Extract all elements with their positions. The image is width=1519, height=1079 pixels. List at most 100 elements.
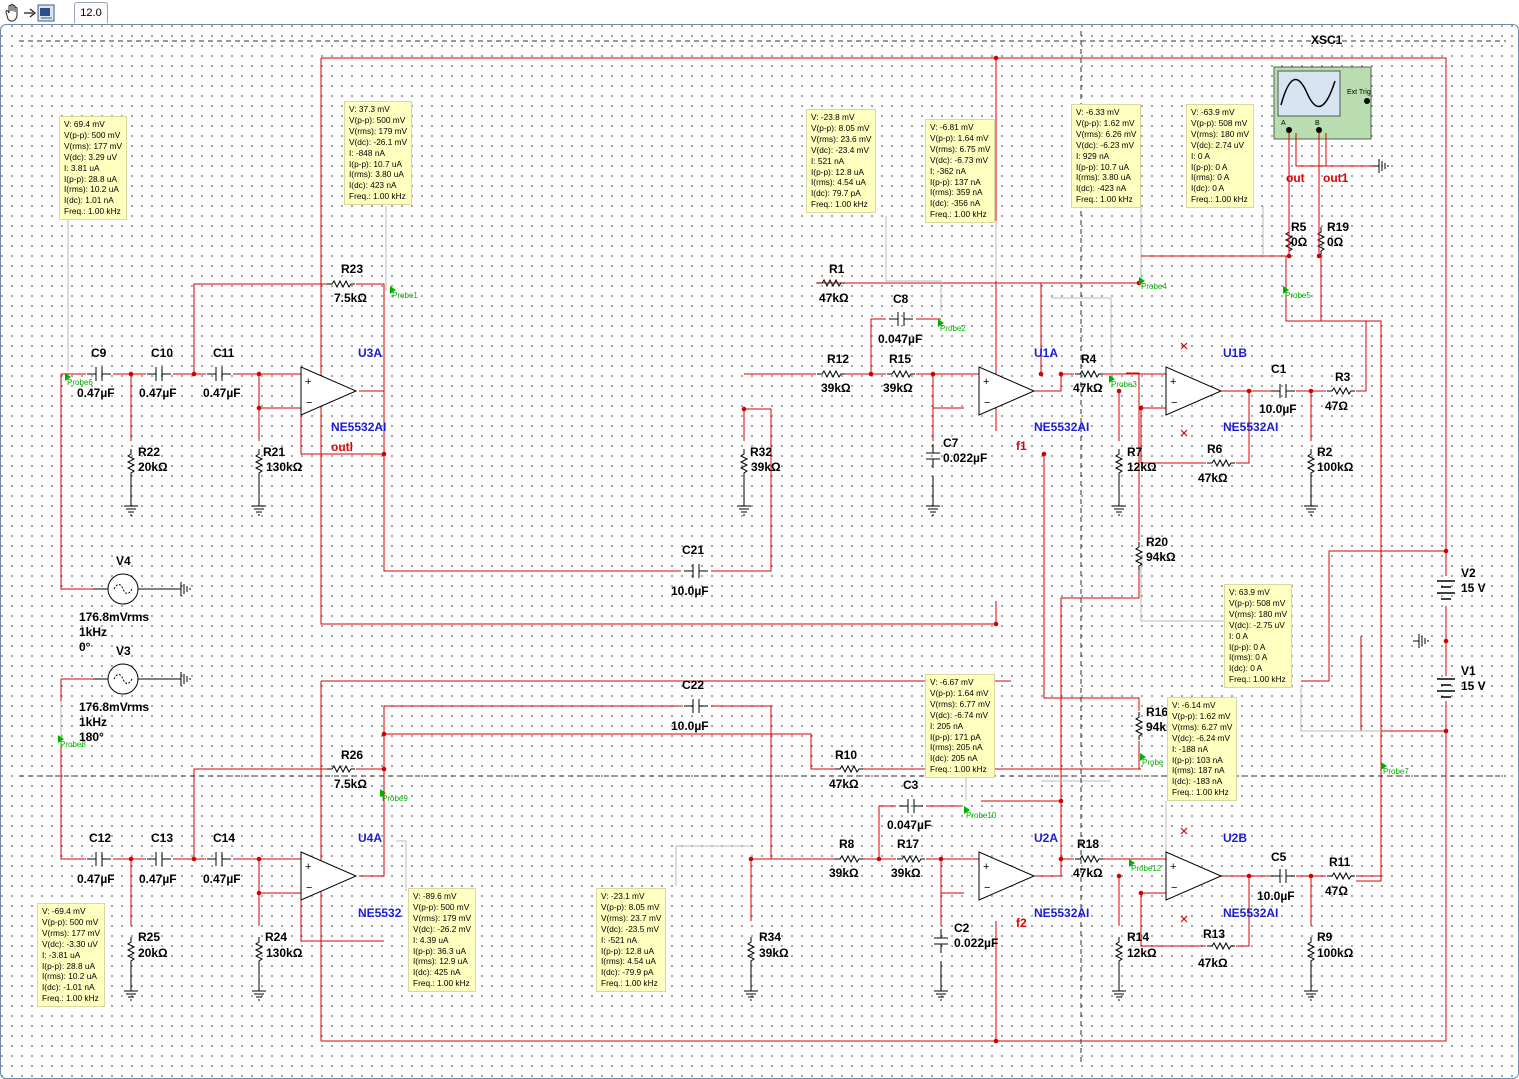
c22-value: 10.0µF bbox=[671, 719, 709, 733]
r15-symbol[interactable] bbox=[886, 370, 916, 378]
c12-symbol[interactable] bbox=[86, 851, 112, 867]
probe-marker[interactable] bbox=[1139, 277, 1145, 285]
r8-name: R8 bbox=[839, 837, 855, 851]
v1-battery[interactable] bbox=[1437, 678, 1455, 698]
c5-value: 10.0µF bbox=[1257, 889, 1295, 903]
probe-marker[interactable] bbox=[65, 373, 71, 381]
u1b-opamp[interactable] bbox=[1165, 366, 1222, 416]
r7-symbol[interactable] bbox=[1115, 448, 1123, 478]
r12-value: 39kΩ bbox=[821, 381, 851, 395]
probe-marker[interactable] bbox=[1109, 375, 1115, 383]
r7-name: R7 bbox=[1127, 445, 1143, 459]
ground-symbol bbox=[1111, 984, 1127, 1001]
oscilloscope-xsc1[interactable] bbox=[1273, 66, 1379, 256]
c2-name: C2 bbox=[954, 921, 970, 935]
r8-symbol[interactable] bbox=[834, 855, 864, 863]
r17-symbol[interactable] bbox=[896, 855, 926, 863]
r13-symbol[interactable] bbox=[1206, 942, 1236, 950]
c1-value: 10.0µF bbox=[1259, 402, 1297, 416]
r21-symbol[interactable] bbox=[255, 448, 263, 478]
probe-marker[interactable] bbox=[1129, 859, 1135, 867]
r3-symbol[interactable] bbox=[1326, 387, 1356, 395]
r14-symbol[interactable] bbox=[1115, 936, 1123, 966]
r26-value: 7.5kΩ bbox=[334, 777, 367, 791]
probe-marker[interactable] bbox=[964, 806, 970, 814]
r13-value: 47kΩ bbox=[1198, 956, 1228, 970]
r32-symbol[interactable] bbox=[740, 448, 748, 478]
c7-symbol[interactable] bbox=[925, 443, 941, 469]
c8-symbol[interactable] bbox=[888, 311, 914, 327]
u1b-name: U1B bbox=[1223, 346, 1247, 360]
c9-name: C9 bbox=[91, 346, 107, 360]
r1-symbol[interactable] bbox=[816, 279, 846, 287]
probe2-readout: V: -23.8 mV V(p-p): 8.05 mV V(rms): 23.6… bbox=[806, 109, 877, 214]
r26-symbol[interactable] bbox=[326, 765, 356, 773]
c13-symbol[interactable] bbox=[146, 851, 172, 867]
r2-name: R2 bbox=[1317, 445, 1333, 459]
r5-name: R5 bbox=[1291, 220, 1307, 234]
r18-symbol[interactable] bbox=[1074, 855, 1104, 863]
c10-name: C10 bbox=[151, 346, 173, 360]
c3-symbol[interactable] bbox=[898, 798, 924, 814]
hand-icon[interactable] bbox=[5, 3, 18, 22]
u2b-opamp[interactable] bbox=[1165, 851, 1222, 901]
v3-phase: 180° bbox=[79, 730, 104, 744]
probe-label: Probe6 bbox=[67, 378, 93, 387]
r4-value: 47kΩ bbox=[1073, 381, 1103, 395]
schematic-sheet[interactable]: +− XSC1 Ext bbox=[0, 24, 1519, 1079]
c10-symbol[interactable] bbox=[146, 366, 172, 382]
c21-value: 10.0µF bbox=[671, 584, 709, 598]
r16-symbol[interactable] bbox=[1135, 711, 1143, 741]
probe-marker[interactable] bbox=[390, 286, 396, 294]
probe6-readout: V: 69.4 mV V(p-p): 500 mV V(rms): 177 mV… bbox=[59, 116, 128, 221]
probe8-readout: V: -69.4 mV V(p-p): 500 mV V(rms): 177 m… bbox=[37, 903, 106, 1008]
r10-symbol[interactable] bbox=[834, 765, 864, 773]
c5-symbol[interactable] bbox=[1270, 868, 1296, 884]
r2-value: 100kΩ bbox=[1317, 460, 1354, 474]
tab-zoom[interactable]: 12.0 bbox=[74, 2, 108, 23]
instrument-icon[interactable] bbox=[37, 4, 55, 22]
u1a-opamp[interactable] bbox=[978, 366, 1035, 416]
c14-symbol[interactable] bbox=[206, 851, 232, 867]
r9-symbol[interactable] bbox=[1307, 936, 1315, 966]
c2-symbol[interactable] bbox=[933, 928, 949, 954]
u2a-opamp[interactable] bbox=[978, 851, 1035, 901]
r34-symbol[interactable] bbox=[747, 936, 755, 966]
r22-name: R22 bbox=[138, 445, 160, 459]
v2-battery[interactable] bbox=[1437, 580, 1455, 600]
r25-symbol[interactable] bbox=[127, 936, 135, 966]
c11-symbol[interactable] bbox=[206, 366, 232, 382]
r12-symbol[interactable] bbox=[816, 370, 846, 378]
c21-symbol[interactable] bbox=[683, 563, 709, 579]
v4-phase: 0° bbox=[79, 640, 91, 654]
u4a-opamp[interactable] bbox=[300, 851, 357, 901]
probe-marker[interactable] bbox=[380, 789, 386, 797]
r34-value: 39kΩ bbox=[759, 946, 789, 960]
r23-symbol[interactable] bbox=[326, 280, 356, 288]
r6-name: R6 bbox=[1207, 442, 1223, 456]
c1-symbol[interactable] bbox=[1270, 383, 1296, 399]
r24-name: R24 bbox=[265, 930, 287, 944]
v3-name: V3 bbox=[116, 644, 131, 658]
arrow-icon[interactable] bbox=[24, 8, 37, 18]
c22-name: C22 bbox=[682, 678, 704, 692]
r2-symbol[interactable] bbox=[1307, 448, 1315, 478]
v3-source[interactable] bbox=[107, 663, 139, 695]
ground-symbol bbox=[743, 984, 759, 1001]
u3a-opamp[interactable] bbox=[300, 366, 357, 416]
probe-label: Probe7 bbox=[1383, 767, 1409, 776]
v4-source[interactable] bbox=[107, 573, 139, 605]
probe-marker[interactable] bbox=[1140, 753, 1146, 761]
r13-name: R13 bbox=[1203, 927, 1225, 941]
probe-marker[interactable] bbox=[938, 319, 944, 327]
probe-marker[interactable] bbox=[1283, 286, 1289, 294]
r6-symbol[interactable] bbox=[1206, 459, 1236, 467]
probe-marker[interactable] bbox=[58, 735, 64, 743]
r24-symbol[interactable] bbox=[255, 936, 263, 966]
probe-marker[interactable] bbox=[1381, 762, 1387, 770]
c13-value: 0.47µF bbox=[139, 872, 177, 886]
r22-symbol[interactable] bbox=[127, 448, 135, 478]
r11-symbol[interactable] bbox=[1326, 872, 1356, 880]
c22-symbol[interactable] bbox=[683, 698, 709, 714]
r4-symbol[interactable] bbox=[1074, 370, 1104, 378]
